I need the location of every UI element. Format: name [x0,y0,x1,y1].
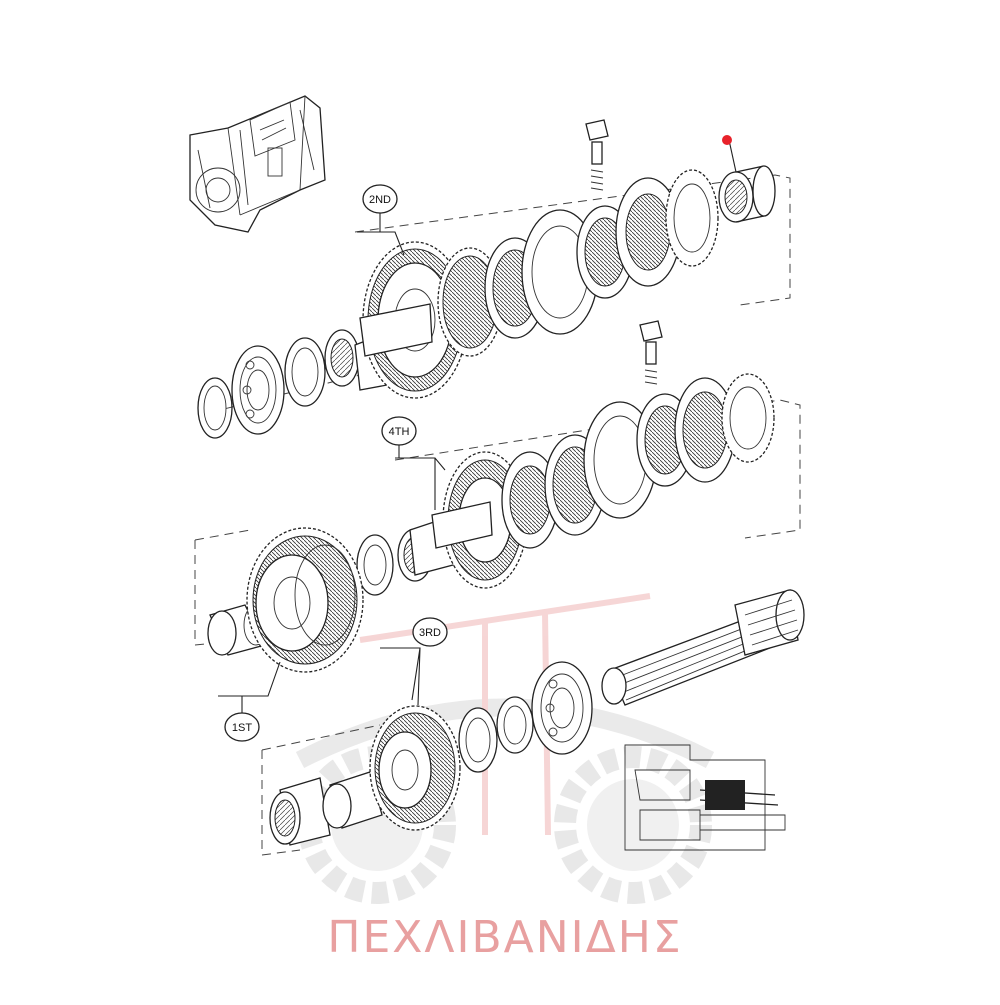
gear-stack-middle [501,373,775,549]
detent-plunger-upper [585,119,609,191]
detent-plunger-middle [639,320,663,385]
callout-1st-label: 1ST [232,722,252,734]
callout-2nd: 2ND [357,184,405,256]
watermark-company-name: ΠΕΧΛΙΒΑΝΙΔΗΣ [327,912,682,963]
lower-shaft-assembly [261,589,805,856]
middle-shaft-assembly [194,320,801,646]
thrust-washer-lower-2 [496,696,534,754]
gear-1st [246,527,364,673]
gear-3rd [369,705,461,831]
highlight-marker-dot [722,135,732,145]
watermark-tractor-wheel-right [554,746,712,904]
callout-3rd: 3RD [380,617,448,706]
callout-1st: 1ST [218,661,281,742]
upper-shaft-assembly [197,119,791,439]
thrust-washer-lower-1 [458,707,498,773]
bushing-3rd [322,771,383,829]
first-gear-assembly [207,527,364,673]
thrust-washer-upper [284,337,326,407]
ball-bearing-upper [231,345,285,435]
needle-bearing-lower [269,777,331,846]
callout-4th: 4TH [381,416,446,510]
shaft-location-inset-icon [624,744,786,851]
watermark-logo [295,593,715,904]
callout-3rd-label: 3RD [419,627,441,639]
snap-ring-upper [197,377,233,439]
needle-bearing-upper [324,329,360,387]
gear-stack-upper [437,169,719,357]
transmission-housing-thumbnail-icon [189,95,326,233]
needle-bearing-highlighted [718,165,776,223]
callout-4th-label: 4TH [389,426,410,438]
thrust-washer-middle [356,534,394,596]
splined-shaft [601,589,805,706]
gear-2nd [354,241,468,399]
callout-2nd-label: 2ND [369,194,391,206]
ball-bearing-lower [531,661,593,755]
